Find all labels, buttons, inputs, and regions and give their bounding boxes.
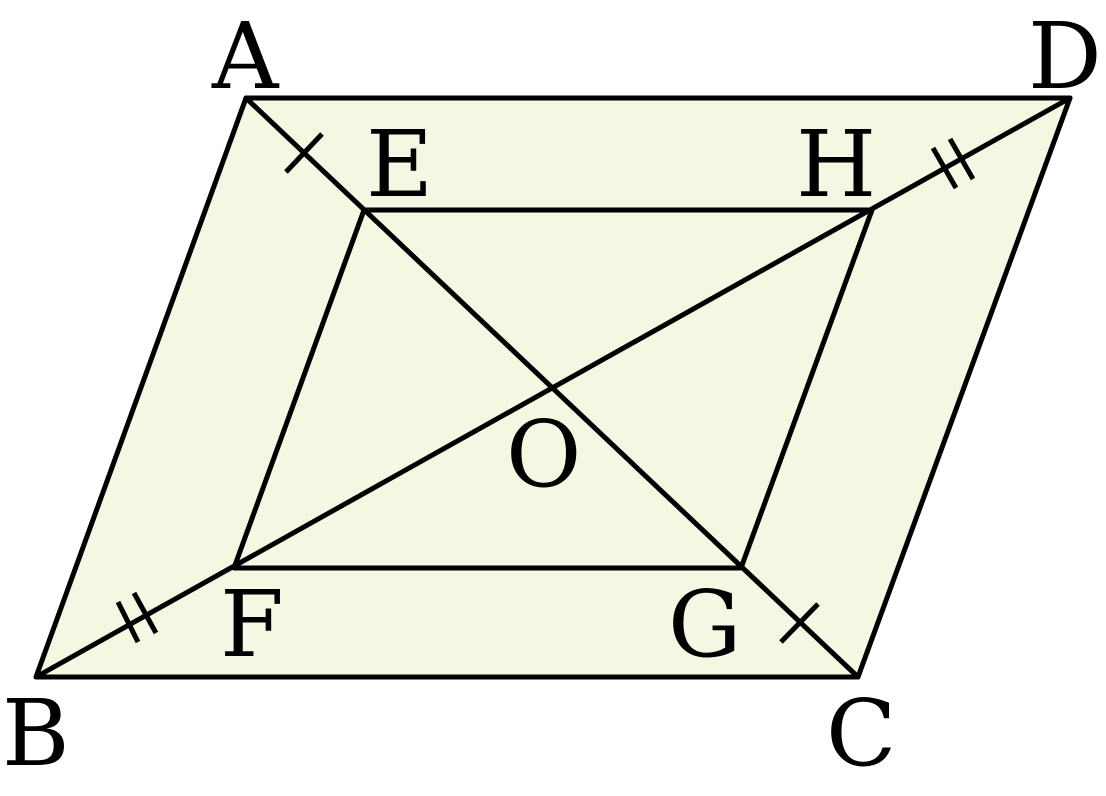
label-g: G — [668, 571, 742, 678]
label-h: H — [796, 111, 876, 218]
label-d: D — [1028, 3, 1102, 110]
diagonal-bd — [33, 95, 1073, 680]
label-b: B — [2, 680, 70, 787]
label-f: F — [220, 571, 284, 678]
double-tick-hd-2 — [947, 137, 976, 181]
double-tick-bf-2 — [131, 591, 159, 635]
label-a: A — [211, 3, 280, 110]
label-c: C — [826, 680, 896, 787]
label-e: E — [366, 111, 433, 218]
double-tick-hd-1 — [930, 146, 959, 190]
label-o: O — [506, 401, 581, 508]
tick-mark-gc — [779, 602, 820, 644]
double-tick-bf-1 — [115, 600, 141, 644]
tick-mark-ae — [284, 132, 324, 174]
